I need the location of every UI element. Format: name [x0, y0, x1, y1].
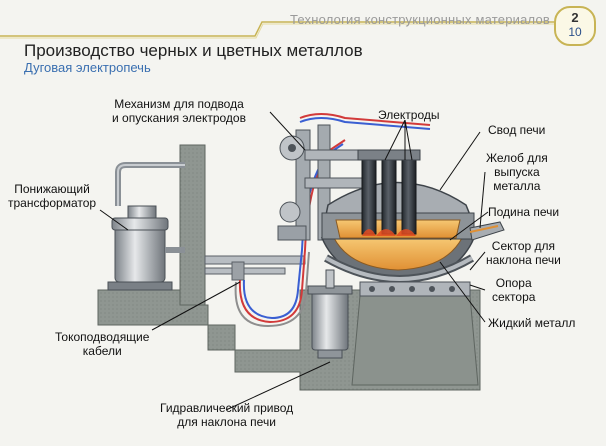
bus-bars — [204, 255, 306, 281]
page-badge: 2 10 — [554, 6, 596, 46]
label-transformer-line2: трансформатор — [8, 196, 97, 210]
label-spout-line1: Желоб для — [486, 151, 548, 165]
label-sector-line2: наклона печи — [486, 253, 561, 267]
label-mechanism-line1: Механизм для подвода — [114, 97, 244, 111]
slide-number: 10 — [568, 25, 582, 39]
label-hydraulic-line1: Гидравлический привод — [160, 401, 294, 415]
label-spout: Желоб для выпуска металла — [486, 151, 548, 193]
label-transformer: Понижающий трансформатор — [8, 182, 96, 210]
header-title: Технология конструкционных материалов — [289, 12, 550, 27]
page-subtitle: Дуговая электропечь — [24, 60, 151, 75]
label-support: Опора сектора — [492, 276, 535, 304]
label-support-line1: Опора — [495, 276, 532, 290]
label-transformer-line1: Понижающий — [14, 182, 90, 196]
tilt-sector — [324, 254, 475, 297]
label-sector: Сектор для наклона печи — [486, 239, 561, 267]
label-support-line2: сектора — [492, 290, 536, 304]
leader-lines — [99, 111, 489, 411]
hydraulic-cylinder — [307, 269, 353, 359]
label-cables: Токоподводящие кабели — [55, 330, 149, 358]
label-liquid-metal: Жидкий металл — [488, 316, 576, 330]
label-cables-line1: Токоподводящие — [55, 330, 150, 344]
label-mechanism-line2: и опускания электродов — [112, 111, 246, 125]
label-hydraulic: Гидравлический привод для наклона печи — [160, 401, 293, 429]
electrode-mast — [277, 124, 376, 241]
header-line — [0, 21, 560, 39]
label-hearth: Подина печи — [488, 205, 560, 219]
transformer — [107, 162, 185, 291]
page-title: Производство черных и цветных металлов — [24, 41, 363, 60]
label-electrodes: Электроды — [378, 108, 440, 122]
label-mechanism: Механизм для подвода и опускания электро… — [112, 97, 246, 125]
label-spout-line2: выпуска — [494, 165, 540, 179]
label-hydraulic-line2: для наклона печи — [177, 415, 276, 429]
label-sector-line1: Сектор для — [491, 239, 556, 253]
foundation — [97, 144, 481, 391]
electrodes — [357, 149, 421, 236]
label-roof: Свод печи — [488, 123, 546, 137]
header-bar — [0, 8, 560, 39]
page-number: 2 — [571, 10, 579, 25]
label-cables-line2: кабели — [82, 344, 122, 358]
label-spout-line3: металла — [493, 179, 541, 193]
